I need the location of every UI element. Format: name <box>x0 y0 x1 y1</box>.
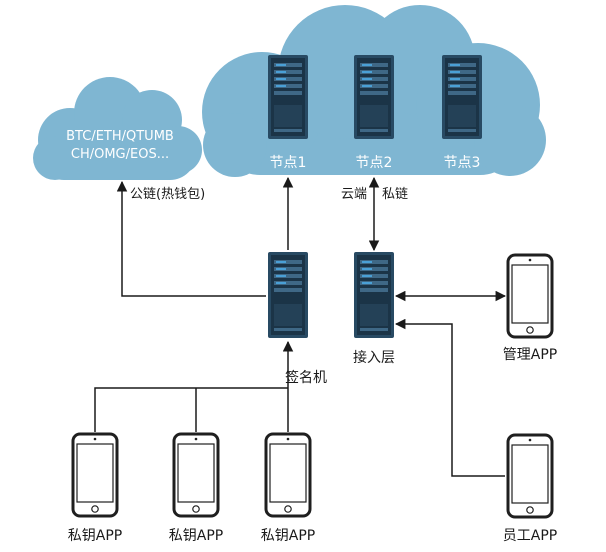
signer-server <box>268 252 308 338</box>
smartphone-icon <box>71 432 119 518</box>
private-key-app-phone-2 <box>172 432 220 518</box>
staff-app-label: 员工APP <box>503 528 557 544</box>
private-key-bus-line <box>94 387 288 432</box>
signer-label: 签名机 <box>285 369 327 386</box>
left-cloud-text-line1: BTC/ETH/QTUMB <box>66 129 174 144</box>
node-3-label: 节点3 <box>444 155 481 171</box>
server-icon <box>268 252 308 338</box>
access-layer-label: 接入层 <box>353 349 395 366</box>
admin-app-phone <box>506 253 554 339</box>
private-chain-label: 私链 <box>382 187 408 202</box>
node-server-2 <box>354 55 394 139</box>
connectors <box>94 176 507 477</box>
staff-app-phone <box>506 433 554 519</box>
private-key-app-label-1: 私钥APP <box>68 528 122 544</box>
left-cloud-shape <box>33 77 202 180</box>
server-icon <box>268 55 308 139</box>
staff-app-to-access-arrow <box>394 318 505 477</box>
left-cloud-text-line2: CH/OMG/EOS... <box>71 147 169 162</box>
node-server-3 <box>442 55 482 139</box>
smartphone-icon <box>506 433 554 519</box>
private-key-app-phone-3 <box>264 432 312 518</box>
node-server-1 <box>268 55 308 139</box>
private-key-app-label-2: 私钥APP <box>169 528 223 544</box>
node-1-label: 节点1 <box>270 155 307 171</box>
server-icon <box>354 55 394 139</box>
server-icon <box>354 252 394 338</box>
server-icon <box>442 55 482 139</box>
private-key-app-label-3: 私钥APP <box>261 528 315 544</box>
public-chain-label: 公链(热钱包) <box>130 187 205 202</box>
node-2-label: 节点2 <box>356 155 393 171</box>
access-layer-server <box>354 252 394 338</box>
smartphone-icon <box>172 432 220 518</box>
cloud-side-label: 云端 <box>341 187 367 202</box>
smartphone-icon <box>506 253 554 339</box>
admin-app-label: 管理APP <box>503 347 557 363</box>
signer-to-public-chain-arrow <box>116 180 266 297</box>
smartphone-icon <box>264 432 312 518</box>
private-key-app-phone-1 <box>71 432 119 518</box>
